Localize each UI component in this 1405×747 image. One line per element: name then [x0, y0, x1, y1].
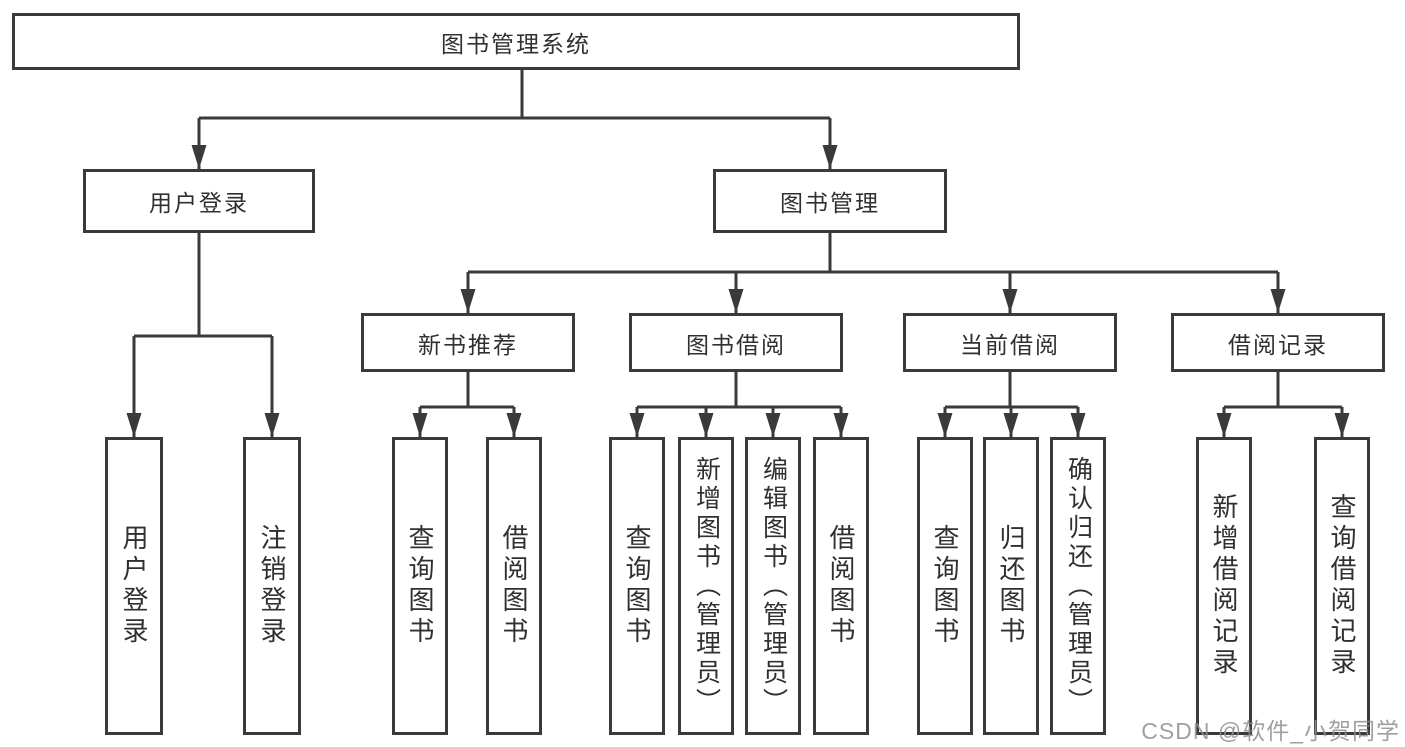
leaf-cb-query-book-label: 查询图书 — [930, 524, 960, 648]
node-current-borrow: 当前借阅 — [903, 313, 1117, 372]
node-book-mgmt-label: 图书管理 — [780, 190, 880, 216]
leaf-user-login-label: 用户登录 — [119, 524, 149, 648]
leaf-br-add-record: 新增借阅记录 — [1196, 437, 1252, 735]
leaf-bb-query-book: 查询图书 — [609, 437, 665, 735]
leaf-bb-edit-book-admin: 编辑图书（管理员） — [745, 437, 801, 735]
leaf-bb-query-book-label: 查询图书 — [622, 524, 652, 648]
leaf-cb-confirm-return-admin-label: 确认归还（管理员） — [1064, 455, 1093, 717]
leaf-bb-borrow-book-label: 借阅图书 — [826, 524, 856, 648]
node-user-login: 用户登录 — [83, 169, 315, 233]
node-root: 图书管理系统 — [12, 13, 1020, 70]
leaf-cb-return-book-label: 归还图书 — [996, 524, 1026, 648]
leaf-nbr-borrow-book-label: 借阅图书 — [499, 524, 529, 648]
edge-borrow-record-to-leaves — [1222, 372, 1344, 437]
leaf-cb-query-book: 查询图书 — [917, 437, 973, 735]
node-book-borrow: 图书借阅 — [629, 313, 843, 372]
edge-book-borrow-to-leaves — [635, 372, 843, 437]
leaf-bb-add-book-admin-label: 新增图书（管理员） — [692, 455, 721, 717]
node-borrow-record-label: 借阅记录 — [1228, 331, 1328, 358]
edge-root-to-level1 — [197, 70, 832, 169]
edge-book-mgmt-to-level2 — [466, 233, 1280, 313]
leaf-nbr-borrow-book: 借阅图书 — [486, 437, 542, 735]
node-book-borrow-label: 图书借阅 — [686, 331, 786, 358]
leaf-logout-label: 注销登录 — [257, 524, 287, 648]
leaf-bb-edit-book-admin-label: 编辑图书（管理员） — [759, 455, 788, 717]
leaf-br-query-record-label: 查询借阅记录 — [1327, 493, 1357, 679]
leaf-cb-confirm-return-admin: 确认归还（管理员） — [1050, 437, 1106, 735]
leaf-nbr-query-book: 查询图书 — [392, 437, 448, 735]
leaf-br-query-record: 查询借阅记录 — [1314, 437, 1370, 735]
edge-new-book-rec-to-leaves — [418, 372, 516, 437]
edge-user-login-to-leaves — [132, 233, 274, 437]
leaf-nbr-query-book-label: 查询图书 — [405, 524, 435, 648]
node-current-borrow-label: 当前借阅 — [960, 331, 1060, 358]
leaf-br-add-record-label: 新增借阅记录 — [1209, 493, 1239, 679]
node-new-book-rec: 新书推荐 — [361, 313, 575, 372]
arrowheads — [126, 145, 1350, 437]
node-borrow-record: 借阅记录 — [1171, 313, 1385, 372]
node-root-label: 图书管理系统 — [441, 30, 591, 57]
node-book-mgmt: 图书管理 — [713, 169, 947, 233]
leaf-cb-return-book: 归还图书 — [983, 437, 1039, 735]
leaf-user-login: 用户登录 — [105, 437, 163, 735]
csdn-watermark: CSDN @软件_小贺同学 — [1141, 718, 1400, 744]
leaf-bb-borrow-book: 借阅图书 — [813, 437, 869, 735]
node-new-book-rec-label: 新书推荐 — [418, 331, 518, 358]
leaf-logout: 注销登录 — [243, 437, 301, 735]
node-user-login-label: 用户登录 — [149, 190, 249, 216]
leaf-bb-add-book-admin: 新增图书（管理员） — [678, 437, 734, 735]
